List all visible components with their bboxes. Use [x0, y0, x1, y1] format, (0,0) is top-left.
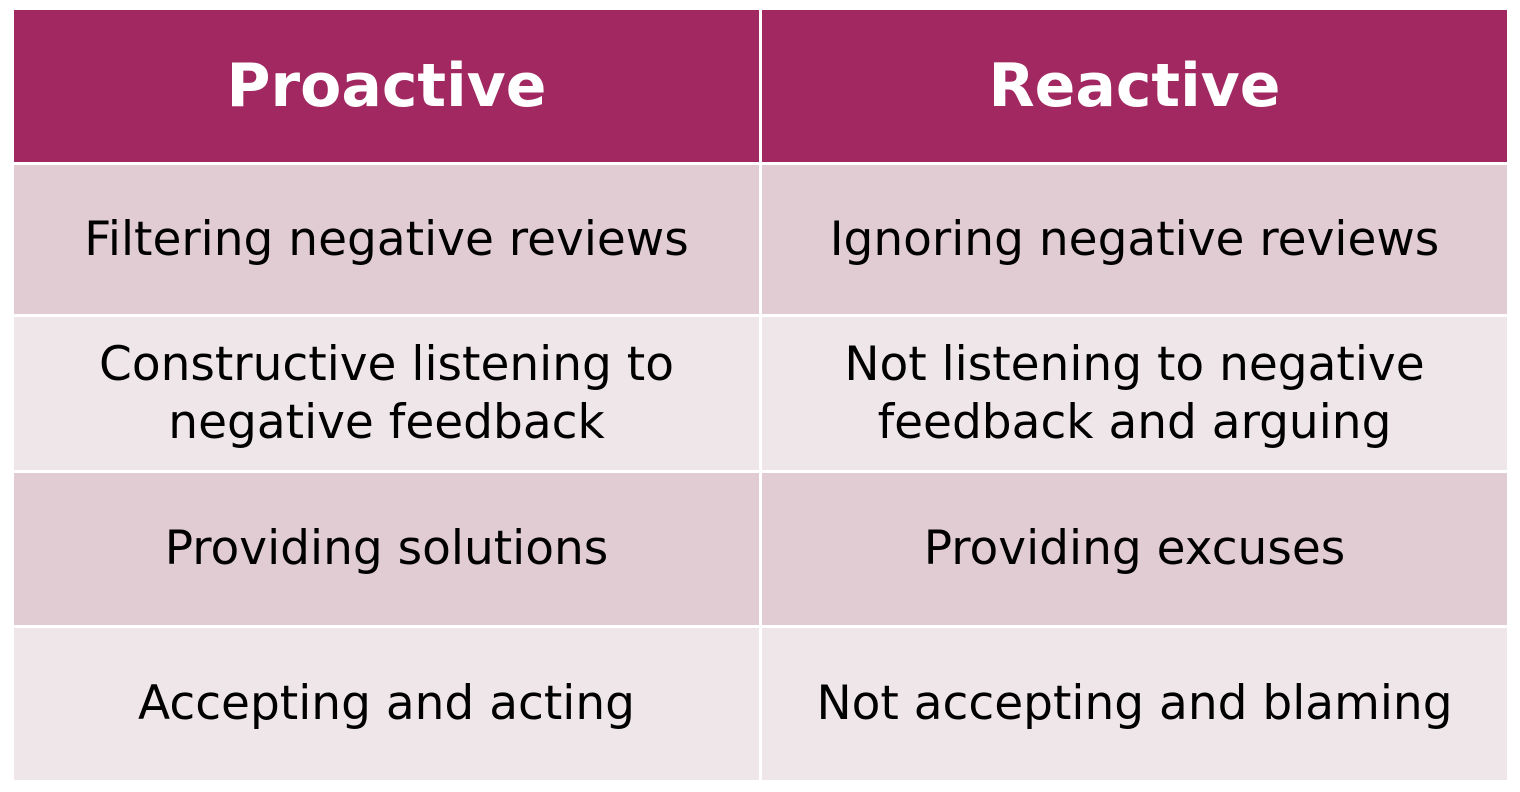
reactive-cell-row-4: Not accepting and blaming	[762, 628, 1507, 780]
proactive-cell-row-4: Accepting and acting	[14, 628, 759, 780]
header-reactive: Reactive	[762, 10, 1507, 162]
proactive-cell-row-2: Constructive listening to negative feedb…	[14, 317, 759, 470]
reactive-cell-row-3: Providing excuses	[762, 473, 1507, 625]
proactive-cell-row-1: Filtering negative reviews	[14, 165, 759, 314]
reactive-cell-row-1: Ignoring negative reviews	[762, 165, 1507, 314]
reactive-cell-row-2: Not listening to negative feedback and a…	[762, 317, 1507, 470]
header-proactive: Proactive	[14, 10, 759, 162]
comparison-table: Proactive Reactive Filtering negative re…	[14, 10, 1507, 780]
proactive-cell-row-3: Providing solutions	[14, 473, 759, 625]
